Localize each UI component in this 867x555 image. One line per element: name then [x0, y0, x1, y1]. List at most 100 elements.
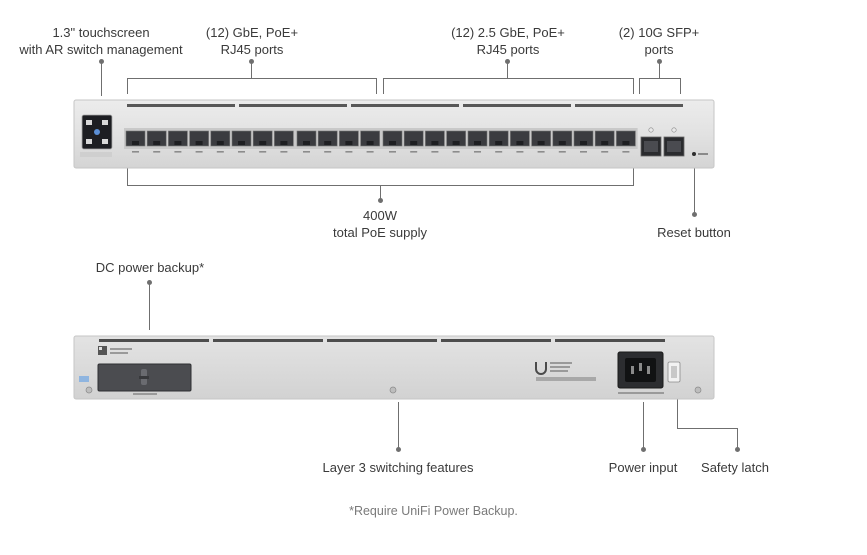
- rj45-latch: [132, 141, 139, 145]
- reset-button[interactable]: [692, 152, 696, 156]
- brand-badge: [80, 152, 112, 157]
- ac-power-input[interactable]: [617, 351, 664, 389]
- safety-latch-leader-dot: [735, 447, 740, 452]
- layer3-label: Layer 3 switching features: [300, 459, 496, 476]
- dc-backup-label: DC power backup*: [82, 259, 218, 276]
- port-number-mark: [389, 151, 396, 153]
- sfp-leader: [659, 61, 660, 78]
- sfp-ports-label-line2: ports: [644, 42, 674, 57]
- port-number-mark: [410, 151, 418, 153]
- poe-supply-label-line2: total PoE supply: [333, 225, 427, 240]
- power-input-label-text: Power input: [608, 460, 678, 475]
- rj45-port-2[interactable]: [146, 130, 167, 147]
- rj45-port-24[interactable]: [616, 130, 636, 147]
- port-number-mark: [580, 151, 587, 153]
- reset-leader-dot: [692, 212, 697, 217]
- rj45-port-22[interactable]: [573, 130, 594, 147]
- rj45-port-5[interactable]: [210, 130, 231, 147]
- reset-button-label-text: Reset button: [657, 225, 731, 240]
- dc-backup-leader: [149, 282, 150, 330]
- ubiquiti-logo: [535, 362, 596, 381]
- safety-latch-leader-v2: [737, 428, 738, 448]
- port-number-mark: [495, 151, 503, 153]
- rj45-port-7[interactable]: [252, 130, 273, 147]
- port-number-mark: [303, 151, 310, 153]
- touchscreen-label-line2: with AR switch management: [19, 42, 183, 57]
- rj45-port-15[interactable]: [425, 130, 445, 147]
- touchscreen-label: 1.3" touchscreen with AR switch manageme…: [6, 24, 196, 58]
- rj45-port-20[interactable]: [531, 130, 551, 147]
- rj45-latch: [303, 141, 310, 145]
- layer3-leader: [398, 402, 399, 448]
- sfp-ports-label: (2) 10G SFP+ ports: [604, 24, 714, 58]
- gbe-ports-label: (12) GbE, PoE+ RJ45 ports: [182, 24, 322, 58]
- dc-power-backup-port[interactable]: [97, 363, 192, 392]
- gbe25-ports-label-line1: (12) 2.5 GbE, PoE+: [451, 25, 565, 40]
- rj45-port-18[interactable]: [488, 130, 509, 147]
- rj45-latch: [195, 141, 203, 145]
- reset-button-label: Reset button: [642, 224, 746, 241]
- port-number-mark: [280, 151, 288, 153]
- rj45-port-14[interactable]: [403, 130, 424, 147]
- rj45-port-8[interactable]: [274, 130, 294, 147]
- rj45-latch: [153, 141, 161, 145]
- port-number-mark: [474, 151, 481, 153]
- power-input-leader: [643, 402, 644, 448]
- rj45-port-13[interactable]: [382, 130, 403, 147]
- port-number-mark: [366, 151, 374, 153]
- rj45-latch: [580, 141, 587, 145]
- sfp-ports: [640, 127, 685, 157]
- rj45-port-19[interactable]: [510, 130, 530, 147]
- rj45-latch: [366, 141, 374, 145]
- rj45-latch: [495, 141, 503, 145]
- rj45-port-1[interactable]: [125, 130, 146, 147]
- safety-latch-leader-v1: [677, 394, 678, 428]
- rj45-port-16[interactable]: [446, 130, 466, 147]
- gbe25-ports-label: (12) 2.5 GbE, PoE+ RJ45 ports: [430, 24, 586, 58]
- port-number-mark: [174, 151, 182, 153]
- rj45-latch: [474, 141, 481, 145]
- rj45-port-4[interactable]: [189, 130, 209, 147]
- gbe-leader: [251, 61, 252, 78]
- gbe-bracket-left: [127, 78, 128, 94]
- rj45-latch: [174, 141, 182, 145]
- gbe25-leader: [507, 61, 508, 78]
- layer3-leader-dot: [396, 447, 401, 452]
- safety-latch-leader-h: [677, 428, 737, 429]
- rj45-port-23[interactable]: [594, 130, 615, 147]
- qr-label: [98, 346, 132, 355]
- safety-latch[interactable]: [667, 361, 681, 383]
- touchscreen-leader: [101, 61, 102, 96]
- port-number-mark: [195, 151, 203, 153]
- gbe25-bracket-top: [383, 78, 634, 79]
- rj45-port-12[interactable]: [360, 130, 380, 147]
- reset-leader: [694, 168, 695, 214]
- port-number-mark: [431, 151, 439, 153]
- rj45-port-10[interactable]: [317, 130, 338, 147]
- dc-backup-label-text: DC power backup*: [95, 260, 205, 275]
- port-number-mark: [324, 151, 332, 153]
- rear-screws: [85, 386, 702, 394]
- port-number-mark: [238, 151, 245, 153]
- gbe25-bracket-left: [383, 78, 384, 94]
- rj45-port-17[interactable]: [467, 130, 488, 147]
- rj45-latch: [622, 141, 630, 145]
- sfp-bracket-left: [639, 78, 640, 94]
- gbe-ports-label-line2: RJ45 ports: [220, 42, 284, 57]
- rj45-port-9[interactable]: [296, 130, 317, 147]
- safety-latch-label: Safety latch: [688, 459, 782, 476]
- port-number-mark: [601, 151, 609, 153]
- rj45-port-3[interactable]: [168, 130, 188, 147]
- port-number-mark: [452, 151, 460, 153]
- rj45-port-21[interactable]: [552, 130, 573, 147]
- rj45-port-11[interactable]: [339, 130, 359, 147]
- rj45-port-6[interactable]: [231, 130, 252, 147]
- rj45-latch: [452, 141, 460, 145]
- rear-vent-strips: [99, 339, 665, 342]
- gbe-ports-label-line1: (12) GbE, PoE+: [205, 25, 299, 40]
- gbe-bracket-right: [376, 78, 377, 94]
- touchscreen[interactable]: [81, 114, 113, 150]
- dc-port-caption: [133, 393, 157, 395]
- reset-button-caption: [698, 153, 708, 155]
- sfp-bracket-top: [639, 78, 681, 79]
